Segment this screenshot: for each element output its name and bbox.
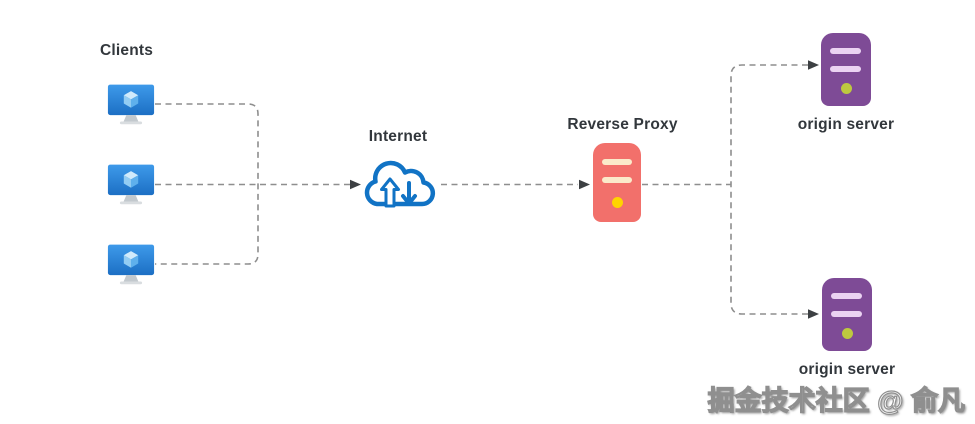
internet-label: Internet [368, 128, 428, 145]
server-slot-bar [831, 311, 862, 317]
server-power-light [611, 197, 623, 208]
watermark-text: 掘金技术社区 @ 俞凡 [707, 385, 966, 416]
server-slot-bar [831, 293, 862, 299]
server-slot-bar [602, 177, 632, 183]
origin-server-label: origin server [798, 361, 896, 378]
origin-server-icon [821, 33, 871, 106]
server-slot-bar [830, 48, 861, 54]
origin-server-label: origin server [797, 116, 895, 133]
arrowhead-origin-top [808, 60, 819, 70]
origin-server-icon [822, 278, 872, 351]
arrowhead-internet [350, 179, 361, 190]
branch-to-origins-line [730, 64, 808, 315]
server-slot-bar [602, 159, 632, 165]
server-power-light [840, 83, 852, 94]
client-monitor-icon [107, 243, 155, 290]
arrowhead-origin-bottom [808, 309, 819, 319]
clients-label: Clients [100, 42, 154, 59]
client-monitor-icon [107, 83, 155, 130]
arrowhead-proxy [579, 179, 590, 190]
reverse-proxy-label: Reverse Proxy [567, 116, 678, 133]
server-power-light [841, 328, 853, 339]
reverse-proxy-server-icon [593, 143, 641, 222]
server-slot-bar [830, 66, 861, 72]
client-monitor-icon [107, 163, 155, 210]
clients-bracket-line [155, 103, 259, 265]
cloud-up-down-arrows-icon [360, 156, 440, 221]
